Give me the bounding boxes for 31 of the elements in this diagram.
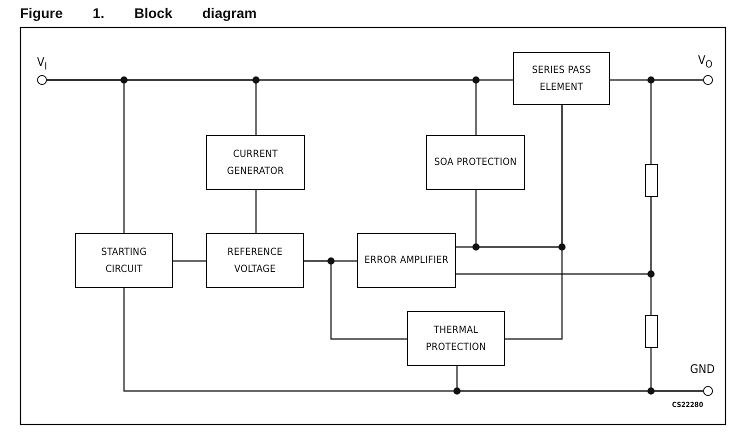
- wire: [650, 197, 652, 315]
- block-label: SERIES PASS ELEMENT: [530, 64, 592, 94]
- wire: [505, 105, 563, 340]
- resistor-symbol: [645, 315, 658, 348]
- block-label: THERMAL PROTECTION: [424, 324, 488, 354]
- block-label: SOA PROTECTION: [434, 156, 517, 170]
- terminal-label: V$_{I}$: [37, 55, 48, 72]
- wire: [47, 79, 477, 135]
- block-label: CURRENT GENERATOR: [226, 148, 285, 178]
- wire: [304, 260, 407, 340]
- terminal-circle: [703, 386, 713, 396]
- block-label: STARTING CIRCUIT: [100, 246, 148, 276]
- terminal-label: GND: [690, 362, 715, 376]
- terminal-circle: [37, 75, 47, 85]
- block: [75, 233, 173, 288]
- block-label: REFERENCE VOLTAGE: [226, 246, 284, 276]
- block: [513, 52, 610, 105]
- block-label: ERROR AMPLIFIER: [364, 254, 449, 268]
- terminal-circle: [703, 75, 713, 85]
- block: [357, 233, 456, 288]
- resistor-symbol: [645, 164, 658, 197]
- block: [206, 135, 305, 190]
- wire: [456, 366, 703, 392]
- wire: [173, 260, 206, 262]
- terminal-label: V$_{O}$: [698, 53, 712, 70]
- wire: [650, 79, 703, 164]
- wire: [255, 190, 257, 233]
- block: [407, 311, 505, 366]
- block: [206, 233, 304, 288]
- figure-title: Figure 1. Block diagram: [20, 5, 257, 21]
- block: [426, 135, 525, 190]
